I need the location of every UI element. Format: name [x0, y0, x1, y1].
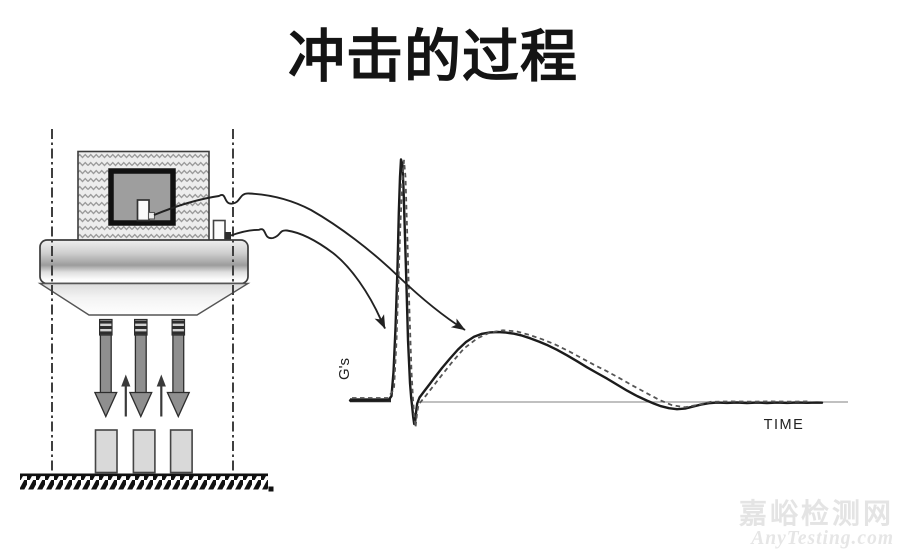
product-accelerometer-connector: [147, 211, 156, 220]
watermark: 嘉峪检测网 AnyTesting.com: [739, 499, 894, 549]
page-title: 冲击的过程: [288, 26, 578, 89]
impact-pad: [94, 429, 118, 474]
ground-hatch: [20, 474, 268, 490]
drop-table: [39, 239, 249, 285]
down-arrow: [94, 318, 118, 418]
table-accelerometer-connector: [224, 232, 231, 240]
ground-end-dot: [268, 486, 274, 492]
watermark-site-name: 嘉峪检测网: [738, 498, 894, 530]
table-skirt: [37, 282, 251, 316]
down-arrow: [166, 318, 190, 418]
leader-table-accel-to-spike: [230, 228, 386, 330]
leader-arrows: [153, 192, 466, 331]
table-accelerometer: [212, 219, 226, 241]
g-axis-label: G's: [336, 358, 353, 380]
shock-test-machine: [20, 129, 274, 492]
impact-pad: [169, 429, 193, 474]
up-arrow: [120, 373, 132, 418]
acceleration-trace: [348, 158, 824, 426]
time-axis-label: TIME: [764, 417, 805, 433]
up-arrow: [155, 373, 168, 418]
watermark-site-domain: AnyTesting.com: [751, 527, 894, 549]
product-accelerometer: [136, 199, 150, 222]
down-arrow: [129, 318, 153, 418]
shock-pulse-graph: G's TIME: [336, 158, 848, 433]
leader-product-accel-to-pulse: [153, 192, 466, 331]
acceleration-trace-dashed-overlay: [352, 159, 812, 429]
impact-pad: [132, 429, 156, 474]
